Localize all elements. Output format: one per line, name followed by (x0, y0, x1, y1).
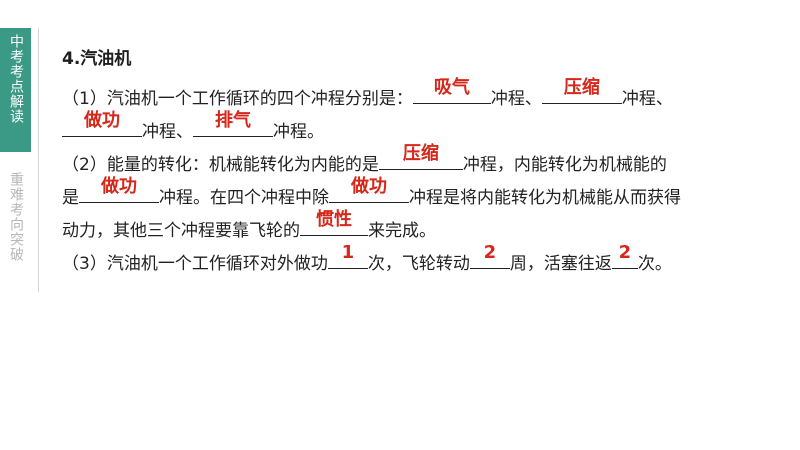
q2-answer-4: 惯性 (316, 209, 352, 230)
sidebar-divider (38, 28, 39, 292)
q1-answer-2: 压缩 (563, 77, 600, 98)
sidebar-tab-key-points[interactable]: 中考考点解读 (8, 34, 24, 124)
q1-text-1: 冲程、 (490, 89, 542, 109)
q2-text-5: 动力，其他三个冲程要靠飞轮的 (62, 221, 300, 241)
q3-answer-2: 2 (483, 242, 497, 263)
q1-answer-4: 排气 (215, 110, 251, 131)
question-2-line-3: 动力，其他三个冲程要靠飞轮的惯性来完成。 (62, 209, 782, 246)
slide-content: 4.汽油机 （1）汽油机一个工作循环的四个冲程分别是：吸气冲程、压缩冲程、 做功… (62, 44, 782, 279)
sidebar-tab-difficult-directions[interactable]: 重难考向突破 (8, 172, 24, 262)
q2-answer-3: 做功 (351, 176, 387, 197)
q3-blank-3: 2 (611, 242, 638, 269)
q2-text-4: 冲程是将内能转化为机械能从而获得 (409, 188, 681, 208)
q1-blank-2: 压缩 (541, 77, 622, 104)
q1-blank-3: 做功 (62, 110, 142, 137)
q2-blank-4: 惯性 (300, 209, 368, 236)
q2-text-6: 来完成。 (368, 221, 436, 241)
section-title: 4.汽油机 (62, 49, 132, 69)
q2-text-2: 是 (62, 188, 79, 208)
q3-text-3: 次。 (637, 254, 672, 274)
q2-blank-1: 压缩 (378, 143, 463, 170)
q3-blank-2: 2 (469, 242, 510, 269)
question-1-line-1: （1）汽油机一个工作循环的四个冲程分别是：吸气冲程、压缩冲程、 (62, 77, 782, 114)
q1-blank-1: 吸气 (412, 77, 491, 104)
q2-blank-2: 做功 (79, 176, 159, 203)
q1-text-2: 冲程、 (621, 89, 673, 109)
q2-answer-2: 做功 (101, 176, 137, 197)
q2-prefix: （2）能量的转化：机械能转化为内能的是 (62, 155, 379, 175)
q3-answer-3: 2 (618, 242, 632, 263)
q1-text-3: 冲程、 (142, 122, 193, 142)
question-2-line-1: （2）能量的转化：机械能转化为内能的是 压缩冲程，内能转化为机械能的 (62, 143, 782, 180)
question-2-line-2: 是 做功冲程。在四个冲程中除 做功冲程是将内能转化为机械能从而获得 (62, 176, 782, 213)
q2-answer-1: 压缩 (402, 143, 439, 164)
q3-text-2: 周，活塞往返 (509, 254, 612, 274)
q1-prefix: （1）汽油机一个工作循环的四个冲程分别是： (62, 89, 413, 109)
q3-blank-1: 1 (327, 242, 368, 269)
q2-text-3: 冲程。在四个冲程中除 (159, 188, 329, 208)
q3-prefix: （3）汽油机一个工作循环对外做功 (62, 254, 328, 274)
q2-blank-3: 做功 (329, 176, 409, 203)
q1-text-4: 冲程。 (273, 122, 324, 142)
q1-answer-3: 做功 (84, 110, 120, 131)
q3-text-1: 次，飞轮转动 (367, 254, 470, 274)
q1-answer-1: 吸气 (433, 77, 470, 98)
question-1-line-2: 做功冲程、 排气冲程。 (62, 110, 782, 147)
q2-text-1: 冲程，内能转化为机械能的 (462, 155, 667, 175)
q3-answer-1: 1 (341, 242, 355, 263)
sidebar: 中考考点解读 重难考向突破 (0, 0, 31, 450)
q1-blank-4: 排气 (193, 110, 273, 137)
sidebar-tab-active-bg[interactable] (0, 28, 31, 152)
